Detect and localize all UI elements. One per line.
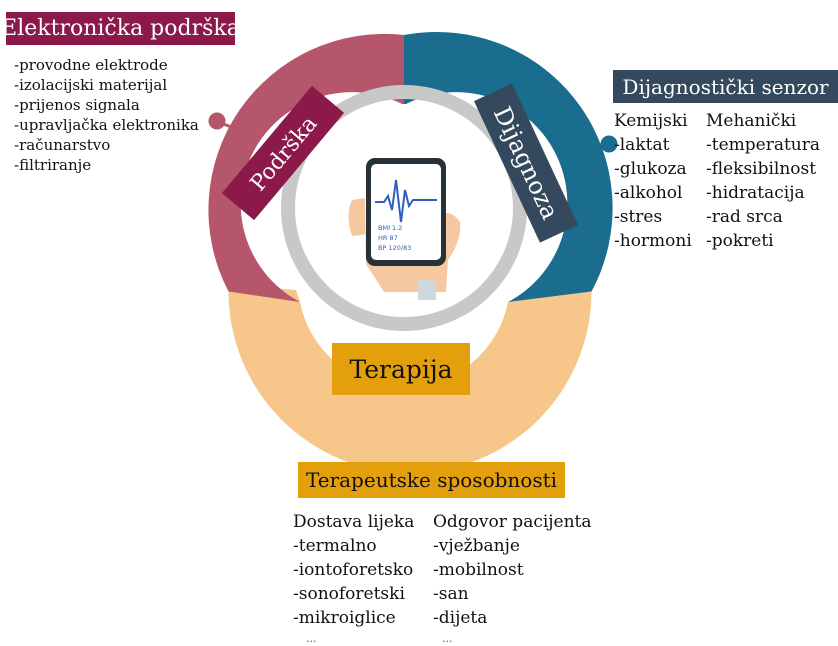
therapy-ring-label: Terapija: [332, 343, 470, 395]
column-title: Dostava lijeka: [293, 512, 415, 532]
list-item: -pokreti: [706, 231, 774, 251]
list-item: -rad srca: [706, 207, 783, 227]
therapy-arc: [228, 291, 592, 473]
list-item: -temperatura: [706, 135, 821, 155]
support-header: Elektronička podrška: [1, 12, 240, 45]
list-item: -prijenos signala: [14, 96, 140, 114]
therapy-header: Terapeutske sposobnosti: [298, 462, 565, 498]
list-item: -hormoni: [614, 231, 692, 251]
list-item: -dijeta: [433, 608, 488, 628]
column-title: Odgovor pacijenta: [433, 512, 592, 532]
column-title: Mehanički: [706, 111, 797, 131]
patient-response-ellipsis: ...: [442, 632, 453, 645]
phone-readout-2: HR 87: [378, 234, 398, 242]
inner-ring: [281, 85, 527, 331]
list-item: -alkohol: [614, 183, 683, 203]
list-item: -sonoforetski: [293, 584, 405, 604]
list-item: -fleksibilnost: [706, 159, 817, 179]
list-item: -stres: [614, 207, 663, 227]
list-item: -termalno: [293, 536, 377, 556]
therapy-drug-delivery-column: Dostava lijeka -termalno -iontoforetsko …: [293, 510, 414, 630]
list-item: -mikroiglice: [293, 608, 396, 628]
phone-screen: [371, 164, 441, 260]
list-item: -provodne elektrode: [14, 56, 168, 74]
list-item: -laktat: [614, 135, 670, 155]
list-item: -računarstvo: [14, 136, 111, 154]
list-item: -izolacijski materijal: [14, 76, 168, 94]
diagnosis-header: Dijagnostički senzor: [613, 70, 838, 103]
diagnosis-mechanical-column: Mehanički -temperatura -fleksibilnost -h…: [706, 109, 820, 253]
diagnosis-chemical-column: Kemijski -laktat -glukoza -alkohol -stre…: [614, 109, 692, 253]
list-item: -glukoza: [614, 159, 687, 179]
list-item: -san: [433, 584, 469, 604]
list-item: -filtriranje: [14, 156, 92, 174]
phone-in-hand-illustration: BMI 1.2 HR 87 BP 120/83: [348, 158, 461, 300]
wrist-patch-icon: [418, 280, 436, 300]
phone-readout-1: BMI 1.2: [378, 224, 402, 232]
column-title: Kemijski: [614, 111, 688, 131]
support-list: -provodne elektrode -izolacijski materij…: [14, 55, 199, 175]
support-arc: [208, 33, 404, 303]
support-connector-dot: [208, 112, 226, 130]
diagnosis-notch: [404, 33, 422, 64]
list-item: -iontoforetsko: [293, 560, 414, 580]
drug-delivery-ellipsis: ...: [306, 632, 317, 645]
diagnosis-connector-dot: [600, 135, 618, 153]
list-item: -vježbanje: [433, 536, 520, 556]
heartbeat-wave-icon: [375, 179, 437, 223]
list-item: -upravljačka elektronika: [14, 116, 199, 134]
therapy-patient-response-column: Odgovor pacijenta -vježbanje -mobilnost …: [433, 510, 592, 630]
phone-readout-3: BP 120/83: [378, 244, 411, 252]
list-item: -hidratacija: [706, 183, 805, 203]
svg-text:Terapija: Terapija: [349, 355, 452, 384]
diagnosis-arc: [404, 31, 613, 303]
list-item: -mobilnost: [433, 560, 524, 580]
